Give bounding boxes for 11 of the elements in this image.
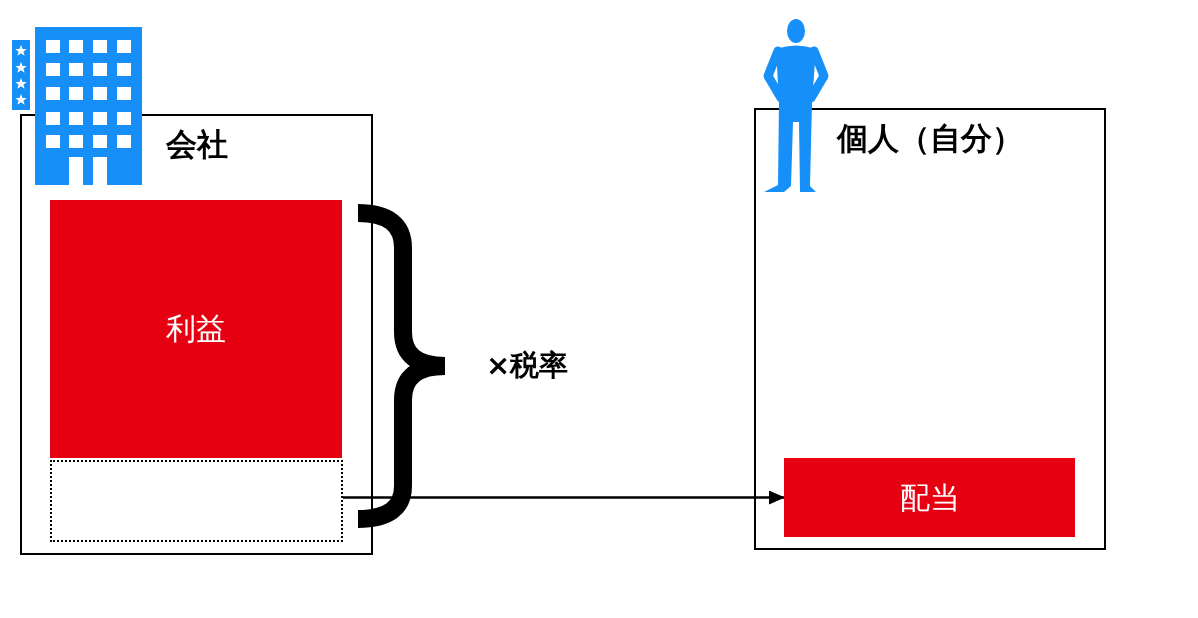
annotation-text: ×税率: [486, 347, 569, 384]
outlined-box: [754, 108, 1106, 550]
arrow: [343, 490, 785, 505]
dotted-box: [50, 460, 343, 542]
box-title: 会社: [165, 125, 228, 164]
filled-block: [50, 200, 342, 458]
box-title: 個人（自分）: [837, 119, 1023, 158]
block-label: 配当: [899, 478, 960, 517]
outlined-box: [20, 114, 373, 555]
block-label: 利益: [166, 310, 226, 348]
filled-block: [784, 458, 1075, 537]
